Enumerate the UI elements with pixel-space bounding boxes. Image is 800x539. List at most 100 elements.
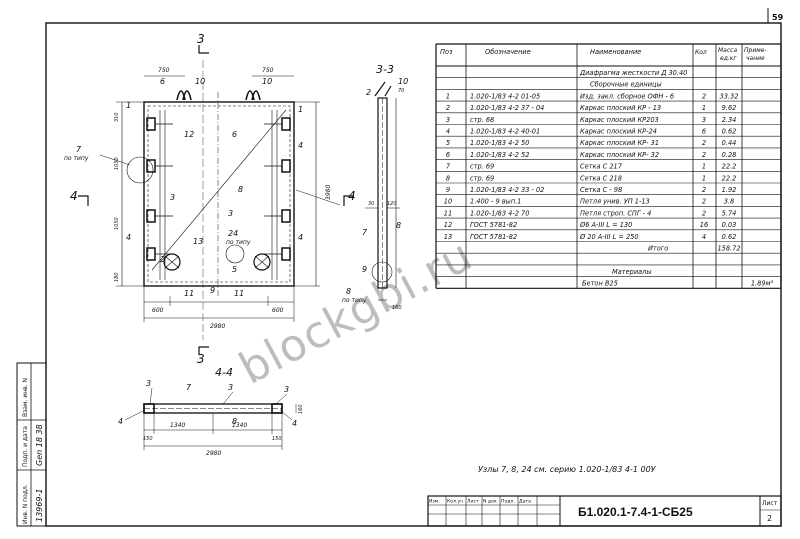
- dim-1340-a: 1340: [170, 422, 185, 429]
- tb-col-label: N док: [483, 499, 497, 505]
- callout-8-33b-type: по типу: [342, 297, 367, 304]
- row-designation: 1.020-1/83 4-2 40-01: [470, 128, 540, 136]
- callout-7-type: по типу: [64, 155, 89, 162]
- row-name: Ø6 А-III L = 130: [579, 221, 632, 229]
- callout-4-44b: 4: [292, 419, 297, 428]
- drawing-labels: 3 3 4 4 3-3 4-4 750 750 600 600 2980 398…: [64, 32, 408, 457]
- row-name: Каркас плоский КР- 32: [580, 151, 659, 159]
- callout-3-44c: 3: [284, 385, 289, 394]
- callout-8: 8: [238, 185, 243, 194]
- title-block-text: Б1.020.1-7.4-1-СБ25 Лист 2: [578, 500, 778, 523]
- row-mass: 33.32: [720, 92, 739, 100]
- row-qty: 2: [702, 198, 706, 206]
- dim-70: 70: [398, 88, 404, 94]
- row-name: Сетка С - 98: [580, 186, 622, 194]
- row-designation: 1.020-1/83 4-2 52: [470, 151, 529, 159]
- stamp-inv-value: 13969-1: [35, 489, 44, 522]
- callout-8-33b: 8: [346, 287, 351, 296]
- row-pos: 12: [444, 221, 452, 229]
- sheet-number: 59: [772, 13, 784, 22]
- row-pos: 7: [446, 163, 451, 171]
- callout-4-c: 4: [126, 233, 131, 242]
- callout-11-b: 11: [234, 289, 244, 298]
- row-pos: 6: [446, 151, 450, 159]
- row-mass: 22.2: [722, 174, 737, 182]
- row-name: Каркас плоский КР-24: [580, 128, 657, 136]
- header-mass: Масса: [718, 47, 737, 54]
- row-mass: 1.92: [722, 186, 737, 194]
- callout-4-a: 4: [298, 141, 303, 150]
- row-mass: 3.8: [724, 198, 735, 206]
- tb-col-label: Лист: [467, 499, 479, 505]
- row-qty: 2: [702, 186, 706, 194]
- row-pos: 9: [446, 186, 450, 194]
- row-designation: 1.020-1/83 4-2 01-05: [470, 92, 540, 100]
- row-name: Сетка С 218: [580, 174, 622, 182]
- callout-1-a: 1: [126, 101, 131, 110]
- tb-col-label: Кол.уч: [447, 499, 463, 505]
- dim-2980-main: 2980: [210, 323, 225, 330]
- callout-8-44: 8: [232, 417, 237, 426]
- stamp-sign-value: Gen 18 38: [35, 424, 44, 466]
- row-name: Каркас плоский КР - 13: [580, 104, 661, 112]
- callout-3-b: 3: [228, 209, 233, 218]
- section-materials: Материалы: [612, 268, 652, 276]
- row-pos: 13: [444, 233, 452, 241]
- main-elevation: [78, 45, 354, 355]
- concrete-label: Бетон В25: [582, 280, 618, 288]
- row-pos: 2: [446, 104, 450, 112]
- row-qty: 1: [702, 104, 706, 112]
- section-3-3: [365, 81, 400, 301]
- callout-2: 2: [160, 255, 165, 264]
- callout-5: 5: [232, 265, 237, 274]
- row-mass: 9.62: [722, 104, 737, 112]
- callout-7-44: 7: [186, 383, 192, 392]
- dim-160-33: 160: [392, 305, 402, 311]
- callout-13: 13: [193, 237, 203, 246]
- header-pos: Поз: [440, 48, 453, 56]
- row-designation: стр. 68: [470, 116, 494, 124]
- side-stamp: Инв. N подл. Подп. и дата Взам. инв. N 1…: [16, 362, 47, 527]
- dim-600-right: 600: [272, 307, 284, 314]
- header-name: Наименование: [590, 48, 641, 56]
- row-pos: 1: [446, 92, 450, 100]
- section-4-4: [124, 387, 297, 450]
- row-mass: 0.03: [722, 221, 737, 229]
- callout-3-44b: 3: [228, 383, 233, 392]
- view-44-title: 4-4: [215, 366, 233, 379]
- callout-7-33: 7: [362, 228, 368, 237]
- row-name: Каркас плоский КР203: [580, 116, 659, 124]
- section-units: Сборочные единицы: [590, 81, 662, 89]
- row-designation: стр. 69: [470, 163, 494, 171]
- callout-24: 24: [228, 229, 238, 238]
- spec-title-row: Диафрагма жесткости Д 30.40: [579, 69, 687, 77]
- row-designation: 1.020-1/83 4-2 50: [470, 139, 529, 147]
- row-name: Петля унив. УП 1-13: [580, 198, 650, 206]
- stamp-inv-label: Инв. N подл.: [22, 484, 29, 524]
- callout-12: 12: [184, 130, 194, 139]
- total-label: Итого: [648, 245, 668, 253]
- callout-4-b: 4: [298, 233, 303, 242]
- row-pos: 5: [446, 139, 450, 147]
- tb-code: Б1.020.1-7.4-1-СБ25: [578, 505, 693, 519]
- row-designation: стр. 69: [470, 174, 494, 182]
- callout-3-44a: 3: [146, 379, 151, 388]
- dim-600-left: 600: [152, 307, 164, 314]
- row-qty: 2: [702, 139, 706, 147]
- dim-750-left: 750: [158, 67, 170, 74]
- callout-11-a: 11: [184, 289, 194, 298]
- row-mass: 5.74: [722, 209, 737, 217]
- row-qty: 4: [702, 233, 706, 241]
- tb-sheet-label: Лист: [762, 500, 778, 507]
- row-mass: 0.62: [722, 233, 737, 241]
- row-pos: 3: [446, 116, 450, 124]
- view-33-title: 3-3: [376, 63, 394, 76]
- callout-9-33: 9: [362, 265, 367, 274]
- row-mass: 0.28: [722, 151, 737, 159]
- tb-col-label: Дата: [519, 499, 531, 505]
- callout-7: 7: [76, 145, 82, 154]
- stamp-replace-label: Взам. инв. N: [22, 378, 29, 417]
- row-name: Петля строп. СПГ - 4: [580, 209, 651, 217]
